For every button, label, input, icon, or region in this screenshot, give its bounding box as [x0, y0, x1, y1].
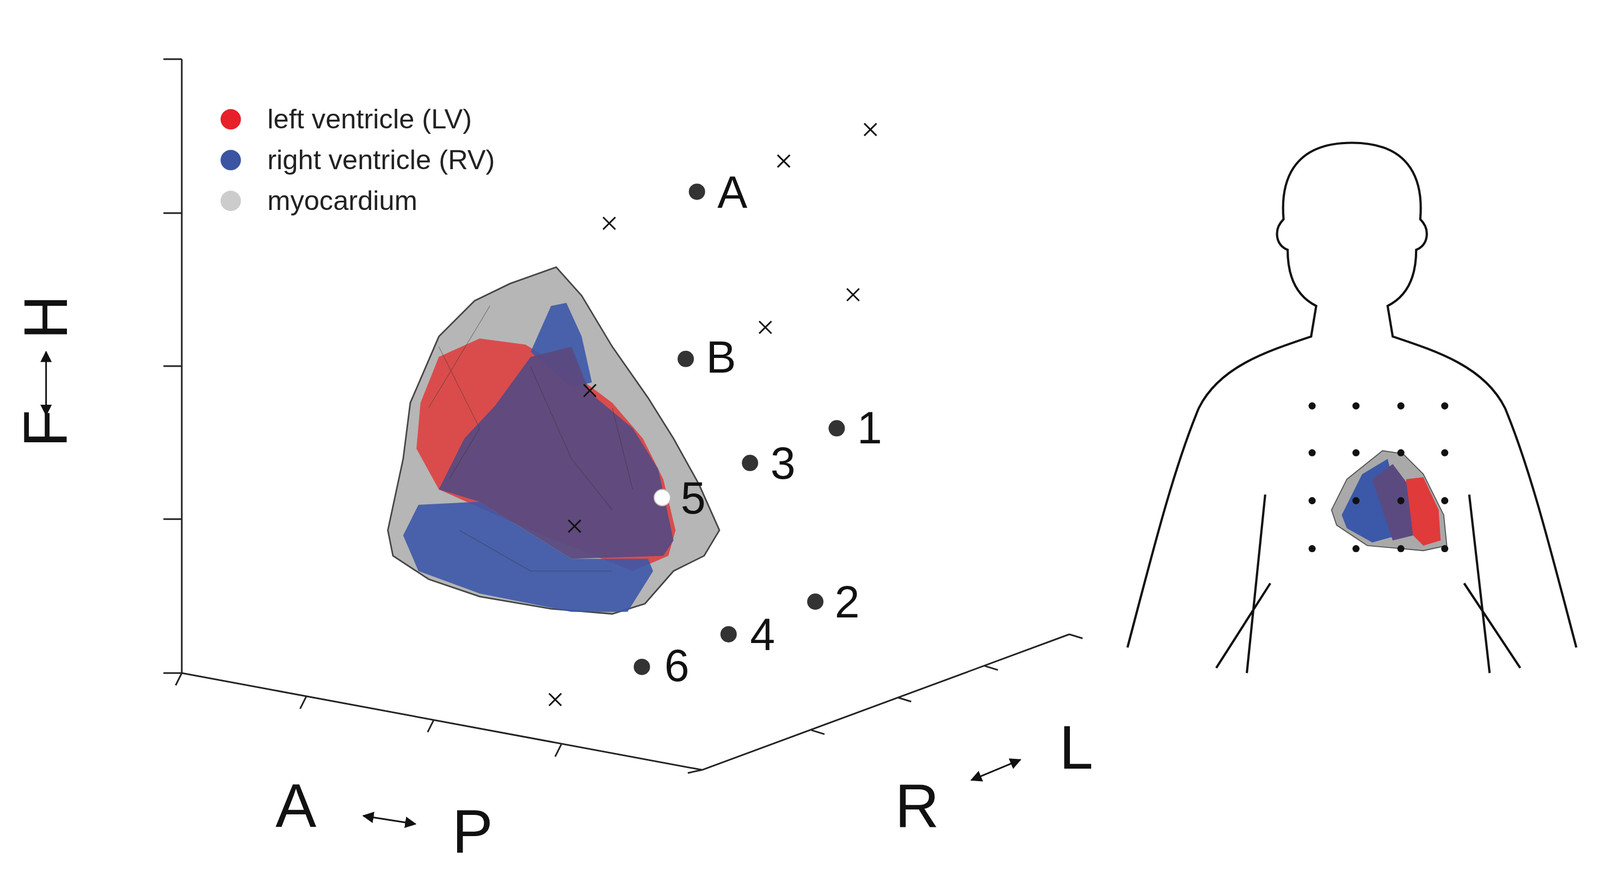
electrode-label: 4 [749, 612, 775, 658]
axis-label: H [15, 295, 77, 340]
legend-text: left ventricle (LV) [267, 105, 472, 134]
axis-label: R [894, 775, 939, 838]
electrode-label: B [706, 334, 737, 380]
electrode-label: A [717, 169, 748, 215]
legend-text: right ventricle (RV) [267, 146, 495, 175]
electrode-label: 1 [857, 404, 883, 451]
axis-label: F [15, 409, 77, 448]
electrode-label: 5 [680, 475, 706, 521]
axis-label: P [452, 801, 494, 863]
axis-label: L [1059, 717, 1094, 779]
axis-label: A [275, 775, 317, 838]
legend-text: myocardium [267, 187, 418, 215]
legend-swatch [220, 109, 241, 130]
legend-swatch [220, 150, 241, 171]
electrode-label: 2 [834, 579, 860, 625]
electrode-label: 3 [770, 440, 796, 486]
electrode-label: 6 [664, 642, 690, 688]
legend-swatch [220, 191, 241, 212]
